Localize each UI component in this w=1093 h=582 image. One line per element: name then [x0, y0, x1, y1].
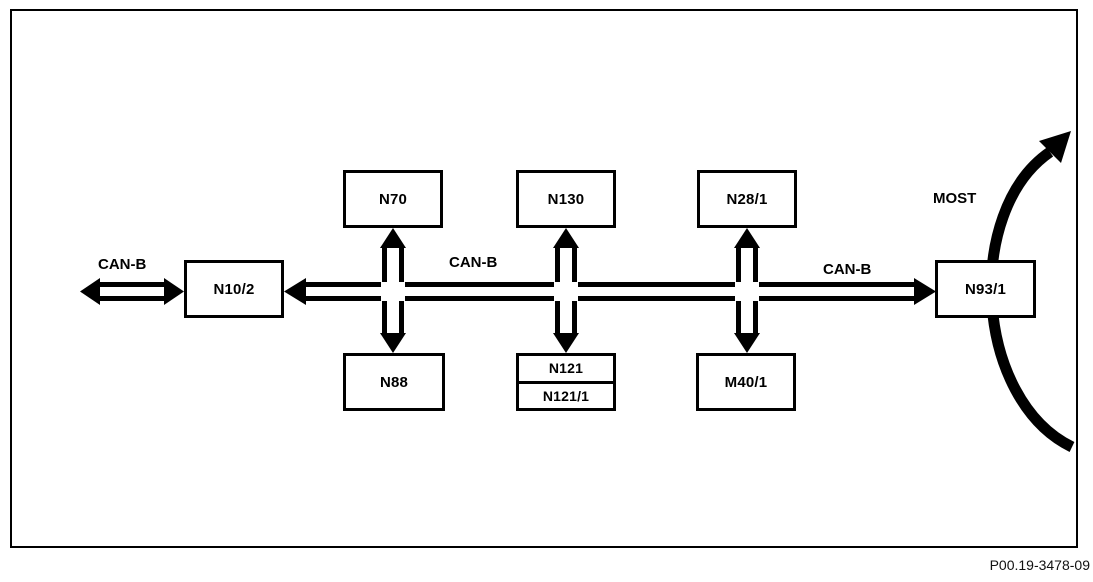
- branch-pipe-3: [734, 228, 760, 353]
- node-n121-group: N121 N121/1: [516, 353, 616, 411]
- canb-bus-arrow: [284, 278, 936, 305]
- most-label: MOST: [933, 190, 977, 207]
- node-n70-label: N70: [378, 190, 408, 208]
- canb-label-middle: CAN-B: [449, 254, 498, 271]
- node-n130: N130: [516, 170, 616, 228]
- node-n70: N70: [343, 170, 443, 228]
- node-n28-1-label: N28/1: [726, 190, 768, 208]
- figure-reference: P00.19-3478-09: [989, 557, 1090, 573]
- node-n10-2-label: N10/2: [213, 280, 255, 298]
- node-n10-2: N10/2: [184, 260, 284, 318]
- node-n121-1-label: N121/1: [519, 380, 613, 409]
- node-n130-label: N130: [547, 190, 585, 208]
- canb-label-left: CAN-B: [98, 256, 147, 273]
- node-n93-1: N93/1: [935, 260, 1036, 318]
- node-m40-1: M40/1: [696, 353, 796, 411]
- node-m40-1-label: M40/1: [724, 373, 768, 391]
- canb-label-right: CAN-B: [823, 261, 872, 278]
- canb-stub-arrow: [80, 278, 184, 305]
- node-n121-label: N121: [548, 360, 584, 377]
- branch-pipe-1: [380, 228, 406, 353]
- branch-pipe-2: [553, 228, 579, 353]
- node-n88-label: N88: [379, 373, 409, 391]
- node-n93-1-label: N93/1: [964, 280, 1007, 298]
- node-n88: N88: [343, 353, 445, 411]
- diagram-border: [10, 9, 1078, 548]
- node-n28-1: N28/1: [697, 170, 797, 228]
